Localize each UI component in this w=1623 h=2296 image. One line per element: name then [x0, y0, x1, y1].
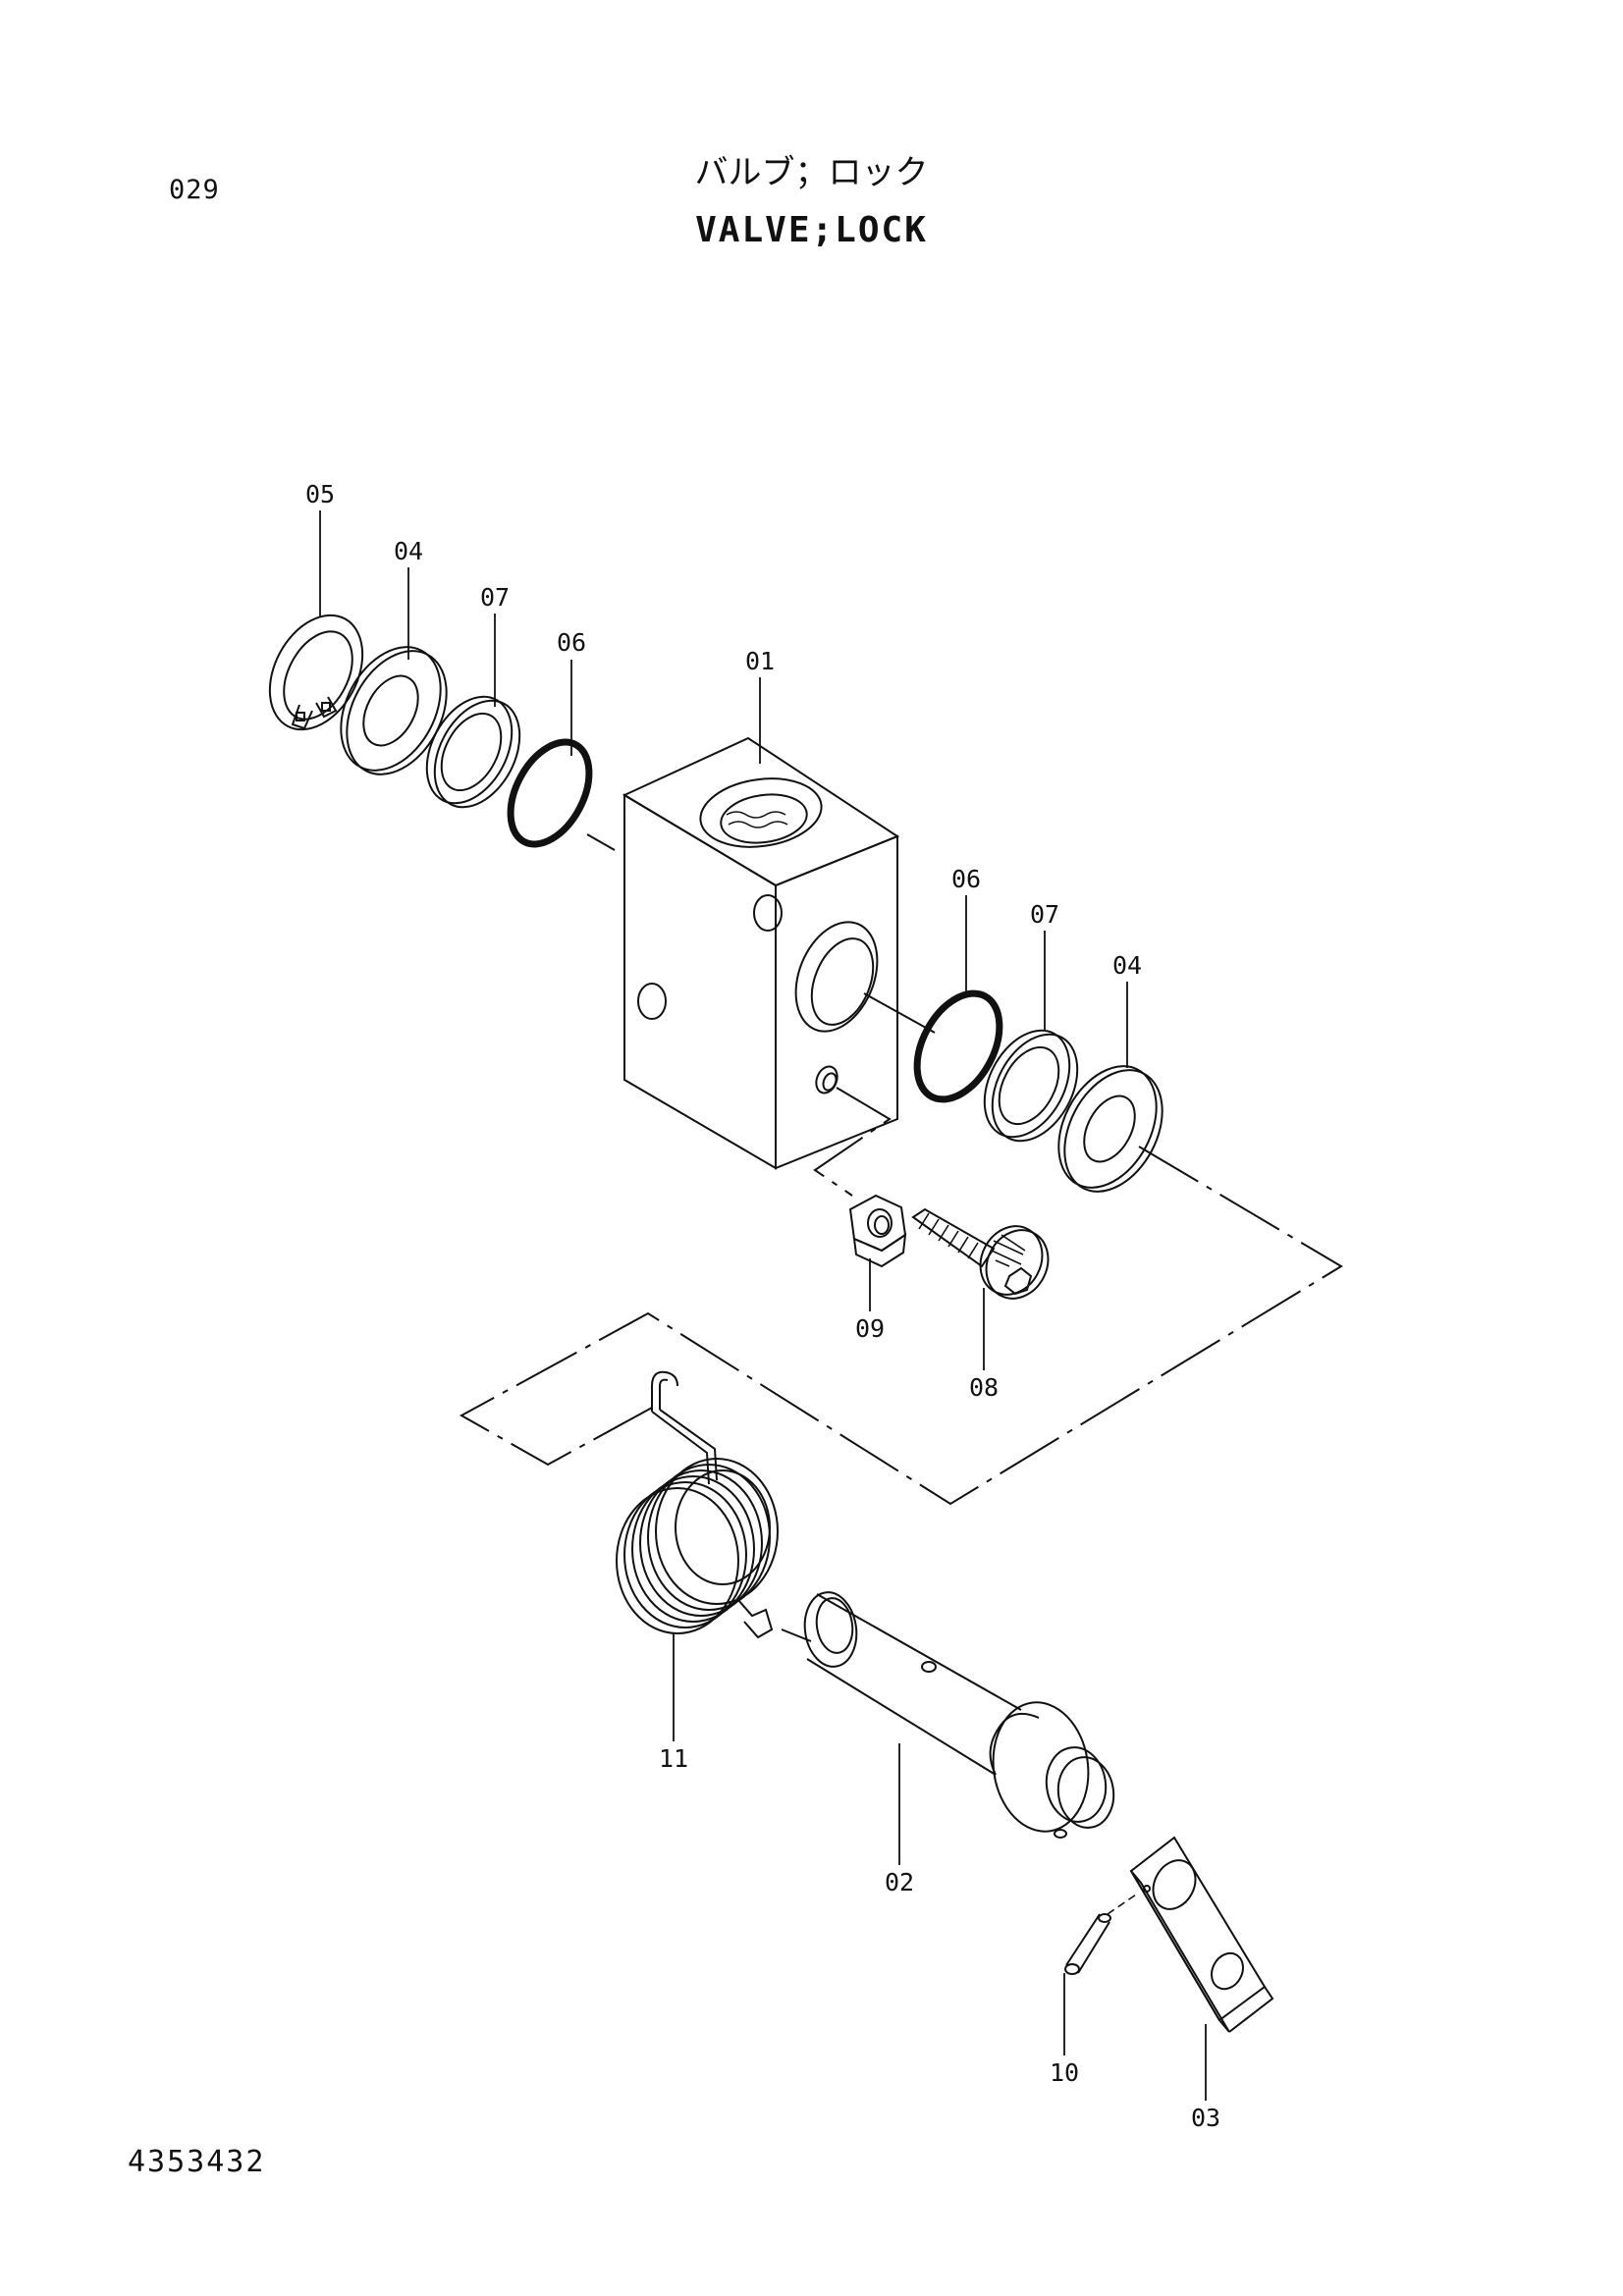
- part-05-snap-ring: [268, 614, 364, 731]
- callout-08: 08: [969, 1373, 999, 1402]
- callout-06-right: 06: [951, 865, 981, 893]
- callout-05: 05: [305, 480, 335, 508]
- callout-02: 02: [885, 1868, 914, 1896]
- part-09-hex-nut: [848, 1194, 907, 1268]
- part-03-plate: [1129, 1836, 1274, 2033]
- assembly-line-pin: [459, 1146, 1343, 1506]
- part-11-torsion-spring: [616, 1370, 779, 1639]
- callout-04-right: 04: [1112, 951, 1142, 980]
- title-english: VALVE;LOCK: [695, 210, 928, 250]
- assembly-line-bolt: [813, 1087, 892, 1197]
- callout-11: 11: [659, 1744, 688, 1773]
- part-06-o-ring-top: [507, 738, 593, 848]
- part-06-o-ring-right: [913, 989, 1003, 1103]
- callout-06-top: 06: [557, 628, 586, 657]
- callout-03: 03: [1191, 2104, 1220, 2132]
- callout-07-top: 07: [480, 583, 510, 612]
- part-04-washer-right: [1057, 1065, 1163, 1193]
- callout-04-top: 04: [394, 537, 423, 565]
- drawing-number: 4353432: [128, 2145, 266, 2179]
- leader-lines: [319, 510, 1207, 2101]
- part-07-seal-top: [425, 695, 521, 809]
- part-02-shaft-pin: [803, 1591, 1115, 1839]
- part-01-valve-body: [622, 736, 900, 1170]
- title-japanese: バルブ；ロック: [694, 153, 929, 192]
- callout-09: 09: [855, 1314, 885, 1343]
- callout-07-right: 07: [1030, 900, 1059, 929]
- callout-labels: 05 04 07 06 01 06 07 04 09 08 11 02 10 0…: [305, 480, 1220, 2132]
- part-08-cap-bolt: [911, 1207, 1050, 1300]
- part-07-seal-right: [983, 1029, 1079, 1143]
- part-04-washer-top: [340, 646, 448, 775]
- callout-10: 10: [1050, 2058, 1079, 2087]
- callout-01: 01: [745, 647, 775, 675]
- part-10-spring-pin: [1064, 1892, 1140, 1975]
- page-number: 029: [169, 175, 220, 205]
